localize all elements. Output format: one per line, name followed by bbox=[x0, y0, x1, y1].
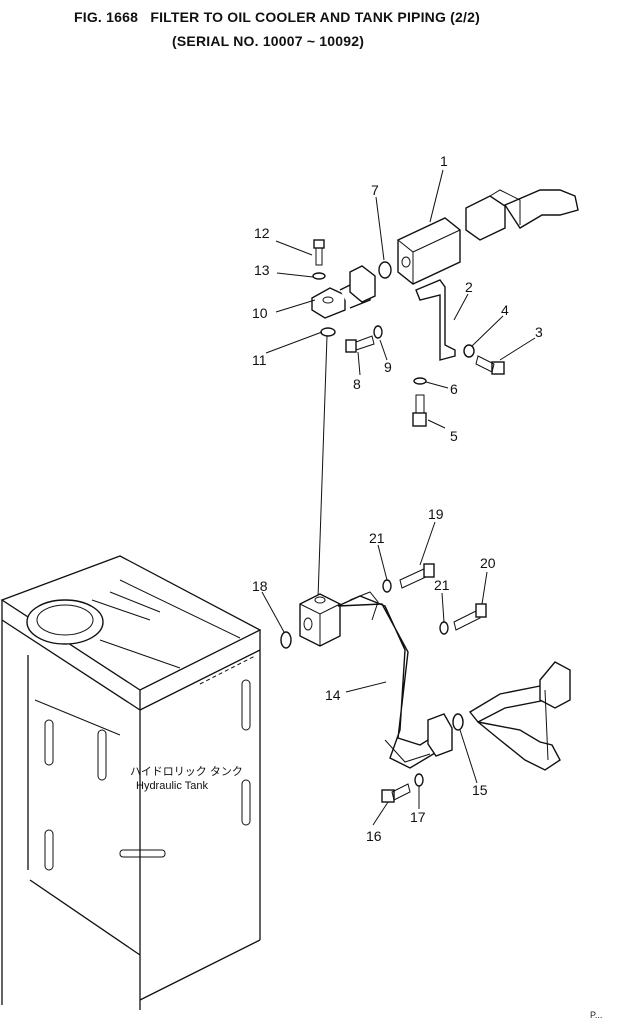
callout-8: 8 bbox=[353, 376, 361, 392]
callout-14: 14 bbox=[325, 687, 341, 703]
o-ring-15 bbox=[452, 713, 464, 731]
callout-19: 19 bbox=[428, 506, 444, 522]
bolt-19 bbox=[399, 563, 435, 589]
washer-6 bbox=[413, 377, 427, 385]
callout-3: 3 bbox=[535, 324, 543, 340]
corner-code: P... bbox=[590, 1010, 602, 1020]
flange-lower bbox=[427, 713, 453, 757]
tank-label-japanese: ハイドロリック タンク bbox=[130, 765, 243, 778]
connecting-line bbox=[317, 335, 328, 599]
callout-10: 10 bbox=[252, 305, 268, 321]
bolt-8 bbox=[345, 335, 375, 353]
o-ring-18 bbox=[280, 631, 292, 649]
callout-5: 5 bbox=[450, 428, 458, 444]
hydraulic-tank: ハイドロリック タンク Hydraulic Tank bbox=[0, 555, 262, 1010]
callout-12: 12 bbox=[254, 225, 270, 241]
callout-18: 18 bbox=[252, 578, 268, 594]
tank-fitting-block bbox=[299, 593, 341, 647]
bolt-5 bbox=[412, 394, 427, 427]
flange-10 bbox=[311, 265, 376, 319]
washer-21b bbox=[439, 621, 449, 635]
bolt-12 bbox=[313, 239, 325, 266]
washer-17 bbox=[414, 773, 424, 787]
washer-13 bbox=[312, 272, 326, 280]
callout-9: 9 bbox=[384, 359, 392, 375]
callout-21a: 21 bbox=[369, 530, 385, 546]
callout-21b: 21 bbox=[434, 577, 450, 593]
cooler-pipe-lower bbox=[468, 661, 571, 771]
washer-9 bbox=[373, 325, 383, 339]
o-ring-11 bbox=[320, 327, 336, 337]
callout-11: 11 bbox=[252, 352, 267, 368]
serial-range: (SERIAL NO. 10007 ~ 10092) bbox=[172, 33, 365, 49]
washer-21a bbox=[382, 579, 392, 593]
bracket-2 bbox=[415, 279, 456, 361]
o-ring-7 bbox=[378, 261, 392, 279]
bolt-20 bbox=[453, 603, 487, 631]
bolt-16 bbox=[381, 783, 411, 803]
filter-block-1 bbox=[397, 217, 461, 285]
callout-16: 16 bbox=[366, 828, 382, 844]
washer-4 bbox=[463, 344, 475, 358]
callout-7: 7 bbox=[371, 182, 379, 198]
callout-4: 4 bbox=[501, 302, 509, 318]
bolt-3 bbox=[475, 355, 505, 375]
tank-label-english: Hydraulic Tank bbox=[136, 780, 208, 792]
cooler-pipe-upper bbox=[465, 189, 579, 241]
callout-2: 2 bbox=[465, 279, 473, 295]
callout-1: 1 bbox=[440, 153, 448, 169]
callout-15: 15 bbox=[472, 782, 488, 798]
leader-lines bbox=[261, 169, 536, 826]
callout-6: 6 bbox=[450, 381, 458, 397]
callout-13: 13 bbox=[254, 262, 270, 278]
callout-20: 20 bbox=[480, 555, 496, 571]
figure-title: FIG. 1668 FILTER TO OIL COOLER AND TANK … bbox=[74, 9, 480, 25]
callout-17: 17 bbox=[410, 809, 426, 825]
